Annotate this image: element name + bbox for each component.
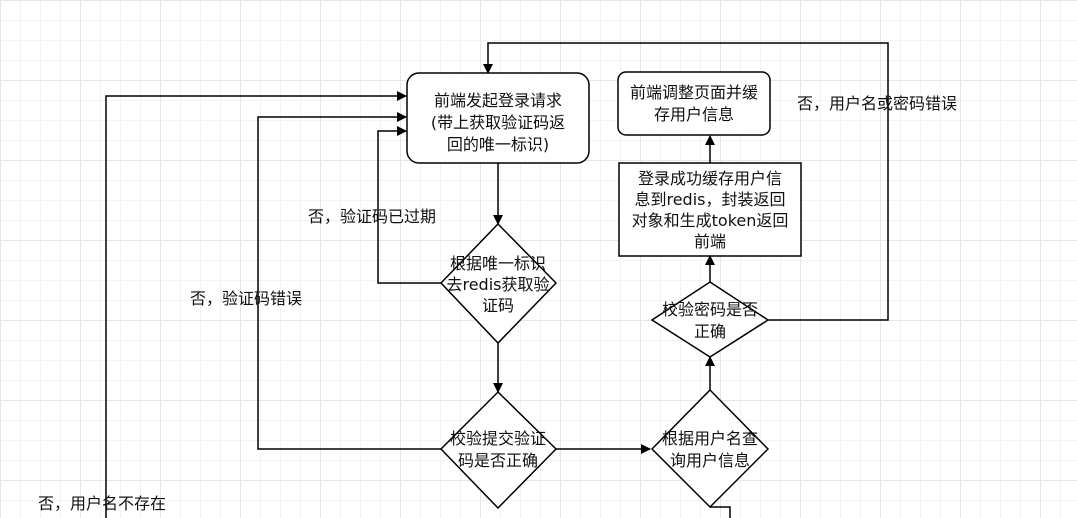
node-frontend-adjust-line2: 存用户信息 — [654, 105, 734, 124]
node-query-user: 根据用户名查 询用户信息 — [650, 388, 770, 509]
node-verify-code-line2: 码是否正确 — [458, 451, 538, 470]
node-check-password-line1: 校验密码是否 — [662, 300, 758, 319]
edge-bad-credentials-loop — [483, 42, 889, 321]
node-cache-success-line2: 息到redis，封装返回 — [634, 190, 785, 209]
edge-code-wrong-loop — [257, 112, 441, 450]
label-code-expired: 否，验证码已过期 — [308, 207, 436, 226]
label-bad-credentials: 否，用户名或密码错误 — [797, 94, 957, 113]
node-frontend-adjust-line1: 前端调整页面并缓 — [630, 83, 758, 102]
node-verify-code: 校验提交验证 码是否正确 — [439, 390, 558, 510]
label-code-wrong: 否，验证码错误 — [190, 289, 302, 308]
node-get-code-line1: 根据唯一标识 — [450, 254, 546, 273]
node-login-request-line2: (带上获取验证码返 — [431, 113, 565, 132]
node-cache-success-line3: 对象和生成token返回 — [632, 211, 789, 230]
node-check-password: 校验密码是否 正确 — [650, 281, 770, 358]
node-check-password-line2: 正确 — [694, 322, 726, 341]
node-cache-success-line1: 登录成功缓存用户信 — [638, 169, 782, 188]
node-cache-success: 登录成功缓存用户信 息到redis，封装返回 对象和生成token返回 前端 — [618, 162, 802, 257]
edge-code-expired-loop — [377, 126, 441, 284]
node-get-code-line3: 证码 — [482, 296, 514, 315]
node-query-user-line1: 根据用户名查 — [662, 429, 758, 448]
node-login-request-line3: 回的唯一标识) — [447, 135, 549, 154]
node-login-request: 前端发起登录请求 (带上获取验证码返 回的唯一标识) — [406, 72, 590, 164]
node-verify-code-line1: 校验提交验证 — [450, 429, 546, 448]
label-user-not-exist: 否，用户名不存在 — [38, 494, 166, 513]
node-cache-success-line4: 前端 — [694, 232, 726, 251]
edge-user-not-exist-loop-left — [105, 91, 407, 518]
node-query-user-line2: 询用户信息 — [670, 451, 750, 470]
node-frontend-adjust: 前端调整页面并缓 存用户信息 — [617, 71, 771, 136]
node-login-request-line1: 前端发起登录请求 — [434, 91, 562, 110]
node-get-code: 根据唯一标识 去redis获取验 证码 — [439, 222, 558, 345]
edge-user-not-exist-loop — [710, 506, 731, 518]
node-get-code-line2: 去redis获取验 — [446, 275, 549, 294]
